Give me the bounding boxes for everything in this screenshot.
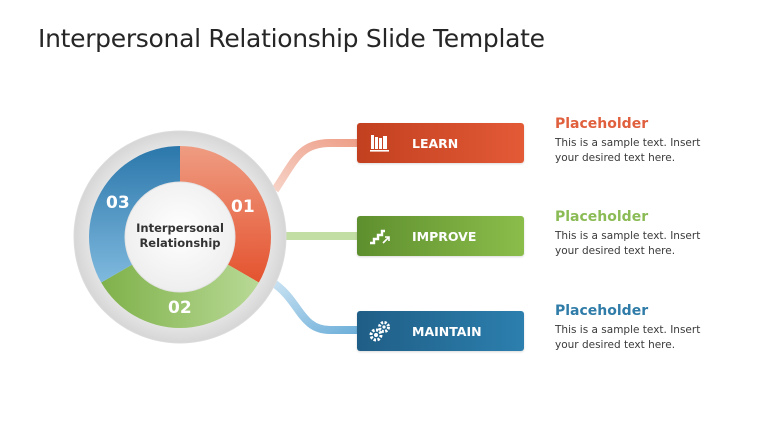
- segment-number-02: 02: [168, 298, 192, 318]
- stairs-up-icon: [369, 225, 391, 247]
- center-label: Interpersonal Relationship: [125, 221, 235, 251]
- step-maintain-text: This is a sample text. Insert your desir…: [555, 324, 701, 351]
- step-maintain-label: MAINTAIN: [412, 323, 482, 339]
- connector-maintain: [269, 278, 360, 334]
- connector-learn: [271, 139, 360, 193]
- center-label-line1: Interpersonal: [136, 221, 224, 235]
- step-improve-description: Placeholder This is a sample text. Inser…: [555, 209, 725, 259]
- step-improve-heading: Placeholder: [555, 209, 649, 225]
- step-improve-text: This is a sample text. Insert your desir…: [555, 230, 701, 257]
- step-improve-bar: IMPROVE: [357, 216, 524, 256]
- step-learn-description: Placeholder This is a sample text. Inser…: [555, 116, 725, 166]
- step-maintain-heading: Placeholder: [555, 303, 649, 319]
- step-maintain-description: Placeholder This is a sample text. Inser…: [555, 303, 725, 353]
- step-learn-bar: LEARN: [357, 123, 524, 163]
- step-learn-text: This is a sample text. Insert your desir…: [555, 137, 701, 164]
- step-improve-label: IMPROVE: [412, 228, 477, 244]
- step-learn-heading: Placeholder: [555, 116, 649, 132]
- gears-icon: [369, 320, 391, 342]
- segment-number-03: 03: [106, 193, 130, 213]
- center-label-line2: Relationship: [139, 236, 221, 250]
- step-learn-label: LEARN: [412, 135, 459, 151]
- step-maintain-bar: MAINTAIN: [357, 311, 524, 351]
- books-icon: [369, 132, 391, 154]
- segment-number-01: 01: [231, 197, 255, 217]
- slide-title: Interpersonal Relationship Slide Templat…: [38, 24, 545, 53]
